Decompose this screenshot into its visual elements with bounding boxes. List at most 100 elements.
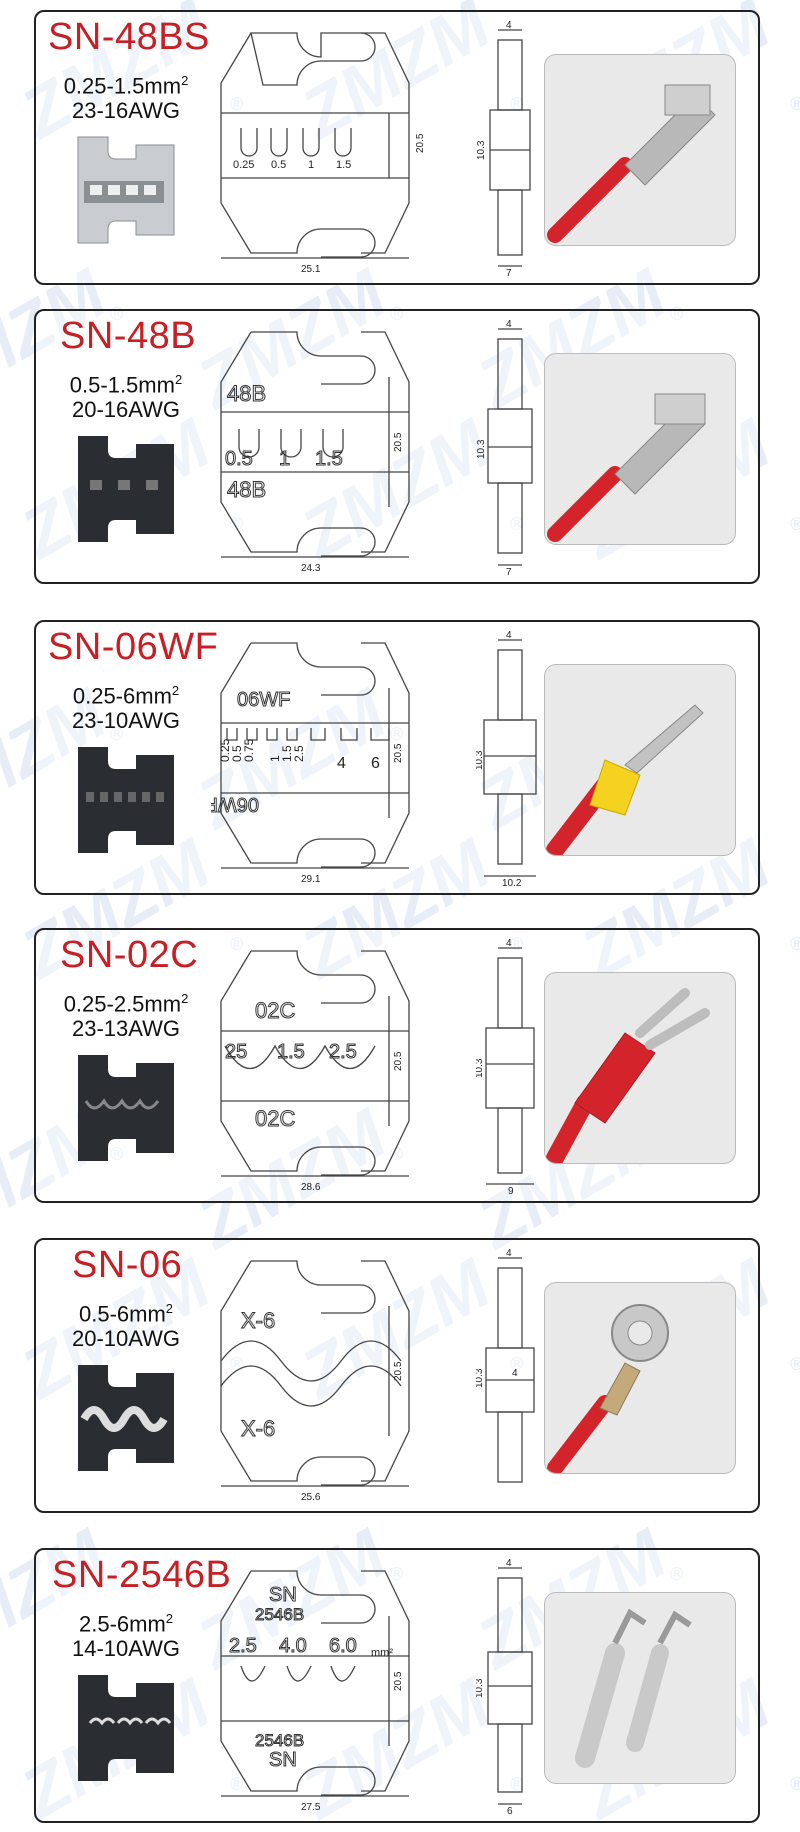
mm-range: 0.25-2.5mm: [63, 991, 182, 1017]
mm-unit: 2: [165, 1611, 174, 1626]
inner-dimension: 10.3: [476, 750, 485, 770]
awg-range: 23-16AWG: [71, 98, 180, 124]
slot-label: 0.5: [271, 159, 286, 171]
model-title: SN-2546B: [52, 1554, 232, 1596]
slot-label: 4: [337, 755, 346, 772]
slot-label: 1: [268, 755, 282, 762]
die-panel-sn2546b: SN-2546B 2.5-6mm2 14-10AWG SN 2546B 2546…: [34, 1548, 760, 1823]
die-technical-drawing: X-6 X-6 25.6 20.5: [220, 1260, 410, 1503]
wire-range: 0.5-6mm2 20-10AWG: [36, 1296, 216, 1351]
awg-range: 20-10AWG: [71, 1326, 180, 1352]
width-dimension: 28.6: [301, 1182, 321, 1193]
top-dimension: 4: [506, 20, 512, 31]
mm-range: 0.5-6mm: [78, 1301, 166, 1327]
wire-range: 0.25-2.5mm2 23-13AWG: [36, 986, 216, 1041]
model-title: SN-02C: [60, 934, 199, 976]
die-photo: [78, 747, 174, 853]
mm-unit: 2: [181, 73, 189, 88]
watermark-registered-mark: ®: [790, 934, 800, 954]
wire-range: 2.5-6mm2 14-10AWG: [36, 1606, 216, 1661]
watermark-registered-mark: ®: [790, 1774, 800, 1794]
awg-range: 14-10AWG: [71, 1636, 180, 1662]
die-label: 02C: [255, 998, 295, 1023]
width-dimension: 29.1: [301, 874, 321, 885]
terminal-photo: [544, 1592, 736, 1784]
slot-label: 2.5: [329, 1041, 357, 1063]
height-dimension: 20.5: [393, 1051, 404, 1071]
die-panel-sn06wf: SN-06WF 0.25-6mm2 23-10AWG 06WF 06WF 0.2…: [34, 620, 760, 895]
mm-unit: 2: [181, 991, 189, 1006]
mm-range: 0.5-1.5mm: [69, 372, 175, 398]
mm-range: 0.25-6mm: [72, 683, 172, 709]
mm-unit: 2: [174, 372, 183, 387]
height-dimension: 20.5: [393, 432, 404, 452]
slot-label: 1.5: [336, 159, 351, 171]
side-view-drawing: 4 10.3 4: [476, 1248, 535, 1483]
slot-label: 1.5: [315, 448, 343, 470]
height-dimension: 20.5: [393, 1671, 404, 1691]
watermark-registered-mark: ®: [790, 1354, 800, 1374]
die-label-mirror: X-6: [241, 1416, 275, 1441]
die-panel-sn02c: SN-02C 0.25-2.5mm2 23-13AWG 02C 02C 25 1…: [34, 928, 760, 1203]
die-technical-drawing: 48B 48B 0.5 1 1.5 24.3 20.5: [220, 331, 410, 574]
inner-dimension: 10.3: [476, 1678, 485, 1698]
bottom-dimension: 9: [508, 1186, 514, 1197]
die-label: 06WF: [237, 689, 290, 711]
slot-label: 4.0: [279, 1635, 307, 1657]
slot-label: 0.25: [218, 738, 232, 762]
slot-label: 2.5: [292, 745, 306, 762]
slot-label: 25: [225, 1041, 247, 1063]
model-title: SN-48B: [60, 315, 197, 357]
watermark-registered-mark: ®: [790, 94, 800, 114]
model-title: SN-06WF: [48, 626, 219, 668]
die-technical-drawing: 06WF 06WF 0.25 0.5 0.75 1 1.5 2.5 4 6 29…: [211, 642, 410, 885]
side-view-drawing: 4 10.3 9: [476, 938, 535, 1197]
bottom-dimension: 7: [506, 567, 512, 578]
terminal-photo: [544, 664, 736, 856]
die-photo: [78, 1055, 174, 1161]
slot-label: 6: [371, 755, 380, 772]
slot-label: 0.5: [225, 448, 253, 470]
wire-range: 0.5-1.5mm2 20-16AWG: [36, 367, 216, 422]
slot-label: 0.5: [230, 745, 244, 762]
height-dimension: 20.5: [393, 743, 404, 763]
top-dimension: 4: [506, 1248, 512, 1259]
inner-dimension: 10.3: [476, 1058, 485, 1078]
top-dimension: 4: [506, 938, 512, 949]
mm-range: 2.5-6mm: [78, 1611, 166, 1637]
slot-label: 1.5: [280, 745, 294, 762]
die-photo: [77, 136, 175, 244]
die-panel-sn48b: SN-48B 0.5-1.5mm2 20-16AWG 48B 48B 0.5 1…: [34, 309, 760, 584]
awg-range: 20-16AWG: [71, 397, 180, 423]
height-dimension: 20.5: [393, 1361, 404, 1381]
model-title: SN-48BS: [48, 16, 210, 58]
center-dimension: 4: [512, 1368, 518, 1379]
top-dimension: 4: [506, 319, 512, 330]
die-label-mirror: 02C: [255, 1106, 295, 1131]
die-label: 48B: [227, 381, 266, 406]
mm-unit: 2: [165, 1301, 174, 1316]
slot-label: 1.5: [277, 1041, 305, 1063]
die-photo: [78, 1675, 174, 1781]
bottom-dimension: 6: [507, 1806, 513, 1817]
mm-range: 0.25-1.5mm: [63, 73, 182, 99]
wire-range: 0.25-6mm2 23-10AWG: [36, 678, 216, 733]
slot-label: 6.0: [329, 1635, 357, 1657]
die-technical-drawing: 0.25 0.5 1 1.5 25.1 20.5: [220, 32, 426, 275]
terminal-photo: [544, 1282, 736, 1474]
die-label-secondary: 2546B: [255, 1605, 304, 1624]
die-label-mirror: SN: [269, 1749, 297, 1771]
die-technical-drawing: 02C 02C 25 1.5 2.5 28.6 20.5: [220, 950, 410, 1193]
die-label: X-6: [241, 1308, 275, 1333]
die-photo: [78, 436, 174, 542]
side-view-drawing: 4 10.3 7: [476, 319, 533, 578]
die-label: SN: [269, 1584, 297, 1606]
inner-dimension: 10.3: [476, 140, 487, 160]
bottom-dimension: 10.2: [502, 878, 522, 889]
terminal-photo: [544, 353, 736, 545]
watermark-registered-mark: ®: [790, 514, 800, 534]
top-dimension: 4: [506, 1558, 512, 1569]
inner-dimension: 10.3: [476, 439, 487, 459]
side-view-drawing: 4 10.3 7: [476, 20, 531, 279]
top-dimension: 4: [506, 630, 512, 641]
